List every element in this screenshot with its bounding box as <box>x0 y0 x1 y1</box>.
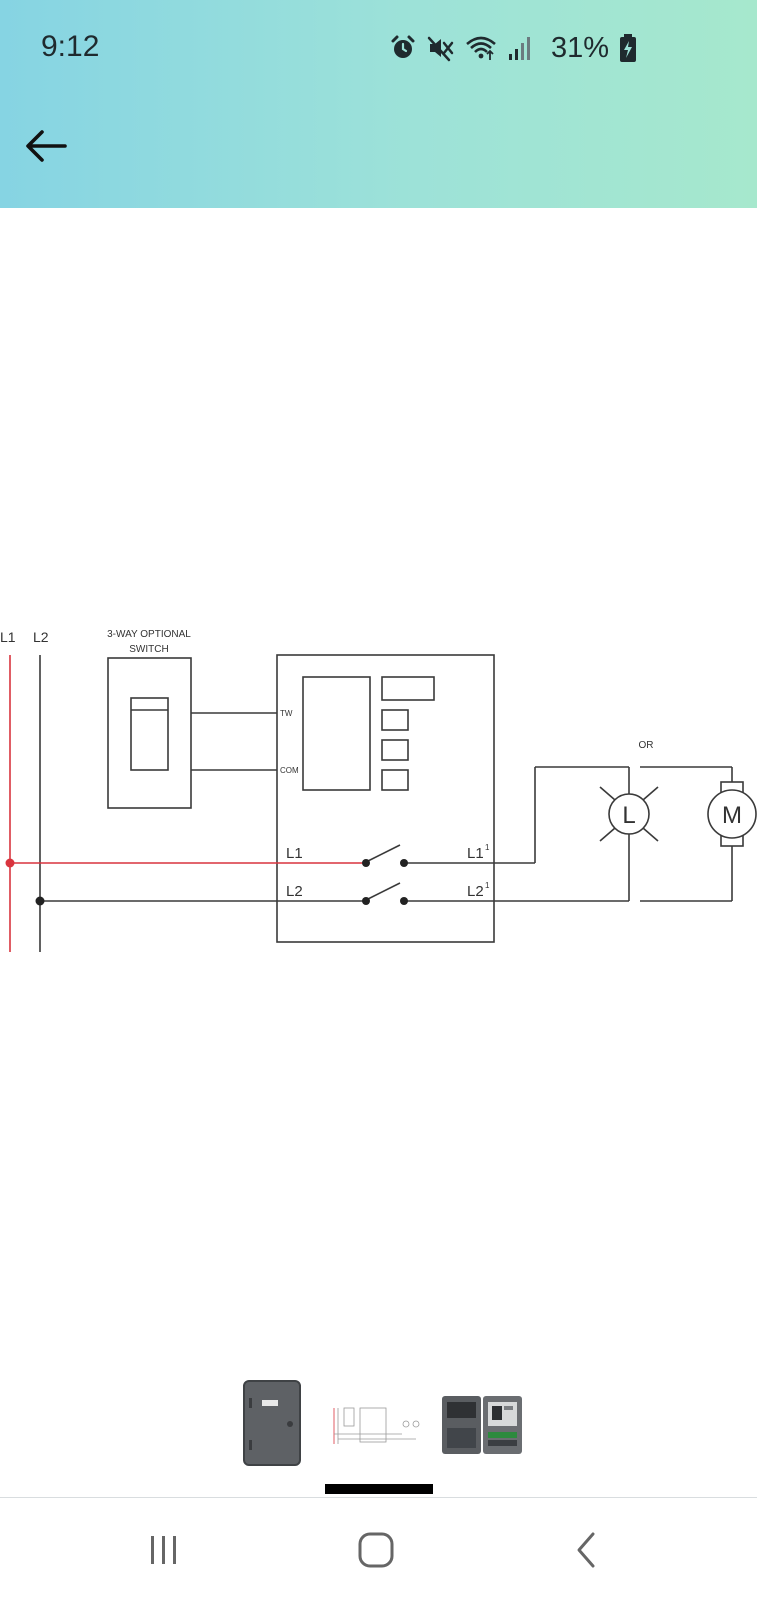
thumbnail-strip <box>0 1378 757 1478</box>
label-l1-in: L1 <box>286 845 303 862</box>
label-l1-top: L1 <box>0 629 16 645</box>
battery-percent: 31% <box>550 31 609 64</box>
system-nav-bar <box>0 1498 757 1598</box>
l2-contact <box>365 882 401 901</box>
motor-symbol <box>707 789 757 839</box>
battery-charging-icon <box>620 34 636 62</box>
label-com: COM <box>280 766 299 775</box>
recent-apps-button[interactable] <box>124 1518 204 1582</box>
three-way-switch-box <box>107 657 192 809</box>
back-button[interactable] <box>18 118 74 174</box>
nav-divider <box>0 1497 757 1498</box>
label-switch-title-1: 3-WAY OPTIONAL <box>107 629 191 640</box>
label-l2-out: L2 <box>467 883 484 900</box>
status-icons: 31% <box>389 30 637 66</box>
timer-display <box>302 676 371 791</box>
l1-contact <box>365 844 401 863</box>
wiring-diagram: L1 L2 3-WAY OPTIONAL SWITCH TW COM L1 L2… <box>0 629 757 952</box>
alarm-icon <box>391 35 415 58</box>
switch-rocker <box>130 697 169 771</box>
lamp-symbol <box>608 793 650 835</box>
timer-enclosure <box>276 654 495 943</box>
label-l2-top: L2 <box>33 629 49 645</box>
label-l1-out-sup: 1 <box>485 843 490 852</box>
label-motor: M <box>722 802 742 829</box>
label-switch-title-2: SWITCH <box>129 644 168 655</box>
label-l2-in: L2 <box>286 883 303 900</box>
timer-button-2 <box>381 739 409 761</box>
signal-icon <box>508 37 530 60</box>
home-button[interactable] <box>336 1518 416 1582</box>
selected-thumbnail-indicator <box>325 1484 433 1494</box>
enclosure-thumbnail[interactable] <box>240 1378 304 1470</box>
wiring-diagram-thumbnail[interactable] <box>330 1378 422 1470</box>
timer-button-1 <box>381 709 409 731</box>
label-or: OR <box>639 740 654 751</box>
wifi-icon <box>466 36 496 60</box>
mute-icon <box>427 36 454 62</box>
arrow-left-icon <box>26 130 67 162</box>
label-lamp: L <box>622 802 635 829</box>
back-chevron-icon <box>577 1532 595 1568</box>
app-header: 9:12 31% <box>0 0 757 208</box>
status-time: 9:12 <box>41 30 100 63</box>
timer-button-3 <box>381 769 409 791</box>
system-back-button[interactable] <box>546 1518 626 1582</box>
recent-apps-icon <box>151 1536 176 1564</box>
label-tw: TW <box>280 709 293 718</box>
home-icon <box>358 1532 394 1568</box>
label-l1-out: L1 <box>467 845 484 862</box>
label-l2-out-sup: 1 <box>485 881 490 890</box>
timer-button-wide <box>381 676 435 701</box>
open-enclosure-thumbnail[interactable] <box>440 1378 524 1470</box>
